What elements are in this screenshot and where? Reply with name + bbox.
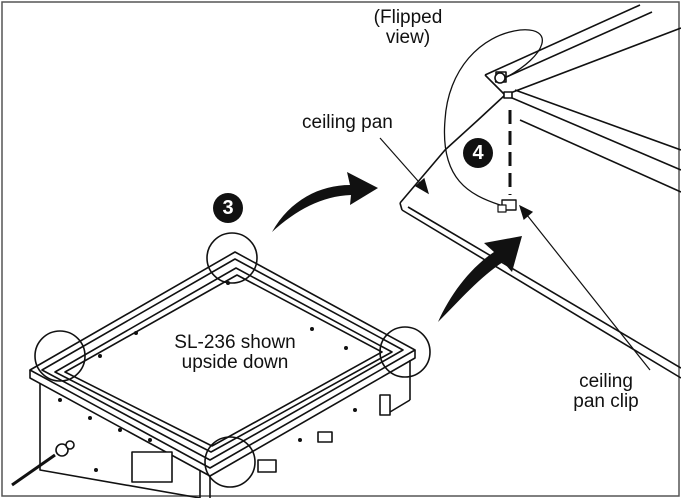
pointer-lines (379, 137, 651, 371)
warning-label-plate (133, 453, 171, 481)
ceiling-pan-clip-line2: pan clip (573, 391, 639, 412)
step-4-badge: 4 (463, 138, 493, 168)
unit-caption-line2: upside down (181, 352, 289, 373)
flipped-view-label: (Flipped view) (358, 8, 458, 48)
ceiling-pan-drawing (399, 4, 681, 379)
flipped-view-line2: view) (385, 27, 431, 48)
flipped-view-line1: (Flipped (373, 7, 443, 28)
mounting-holes (58, 281, 357, 472)
unit-caption-line1: SL-236 shown (174, 332, 296, 353)
step-3-badge: 3 (213, 193, 243, 223)
unit-caption: SL-236 shown upside down (160, 333, 310, 373)
ceiling-pan-label: ceiling pan (302, 112, 393, 133)
fixture-drawing (11, 232, 431, 498)
curved-arrows (272, 172, 522, 322)
ceiling-pan-clip-label: ceiling pan clip (556, 372, 656, 412)
ceiling-pan-clip-line1: ceiling (579, 371, 633, 392)
